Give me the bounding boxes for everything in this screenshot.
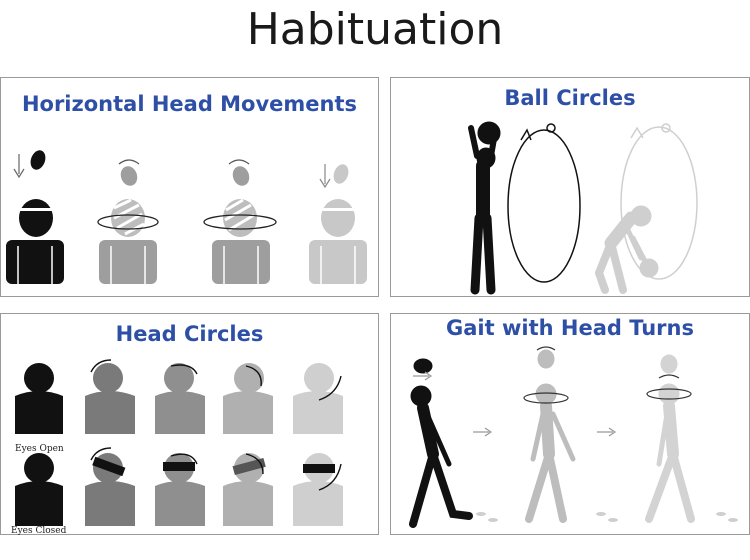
ball-circle-path [507,123,581,283]
caption-eyes-closed: Eyes Closed [11,526,67,536]
head-circles-illustration [15,359,343,526]
ball-circle-path-gray [620,123,698,280]
page-title: Habituation [246,4,504,55]
rotation-arrow-icon [203,159,277,230]
panel-title: Horizontal Head Movements [21,92,358,116]
figure-black-standing [468,121,501,295]
circle-arrow-icon [90,359,342,401]
panel-head-circles: Head Circles Eyes Open Eye [0,313,379,536]
figure-gray-walking-2 [645,354,695,523]
direction-arrow-icon [413,371,617,437]
panel-title: Gait with Head Turns [446,316,694,340]
panel-title: Ball Circles [504,86,636,110]
panel-gait-head-turns: Gait with Head Turns [390,313,750,535]
figure-black-walking [409,358,473,528]
rotation-arrow-icon [523,346,569,404]
figure-light-gray [309,164,367,284]
gait-illustration [409,346,738,528]
ball-circles-illustration [468,121,698,295]
panel-ball-circles: Ball Circles [390,77,750,297]
figure-gray-bending [595,205,659,294]
figure-gray-walking-1 [525,349,576,523]
figure-black [6,150,64,284]
row-eyes-open [15,359,343,434]
panel-horizontal-head-movements: Horizontal Head Movements [0,77,379,297]
figure-gray-turning-2 [212,166,270,284]
down-arrow-icon [13,154,25,179]
down-arrow-icon [319,164,331,189]
panel-title: Head Circles [115,322,264,346]
rotation-arrow-icon [646,374,692,400]
caption-eyes-open: Eyes Open [15,444,64,454]
footprints-icon [476,512,738,522]
circle-arrow-icon [90,447,342,491]
figure-gray-turning-1 [99,166,157,284]
rotation-arrow-icon [97,159,159,230]
horizontal-head-illustration [6,150,367,284]
row-eyes-closed [15,447,343,526]
